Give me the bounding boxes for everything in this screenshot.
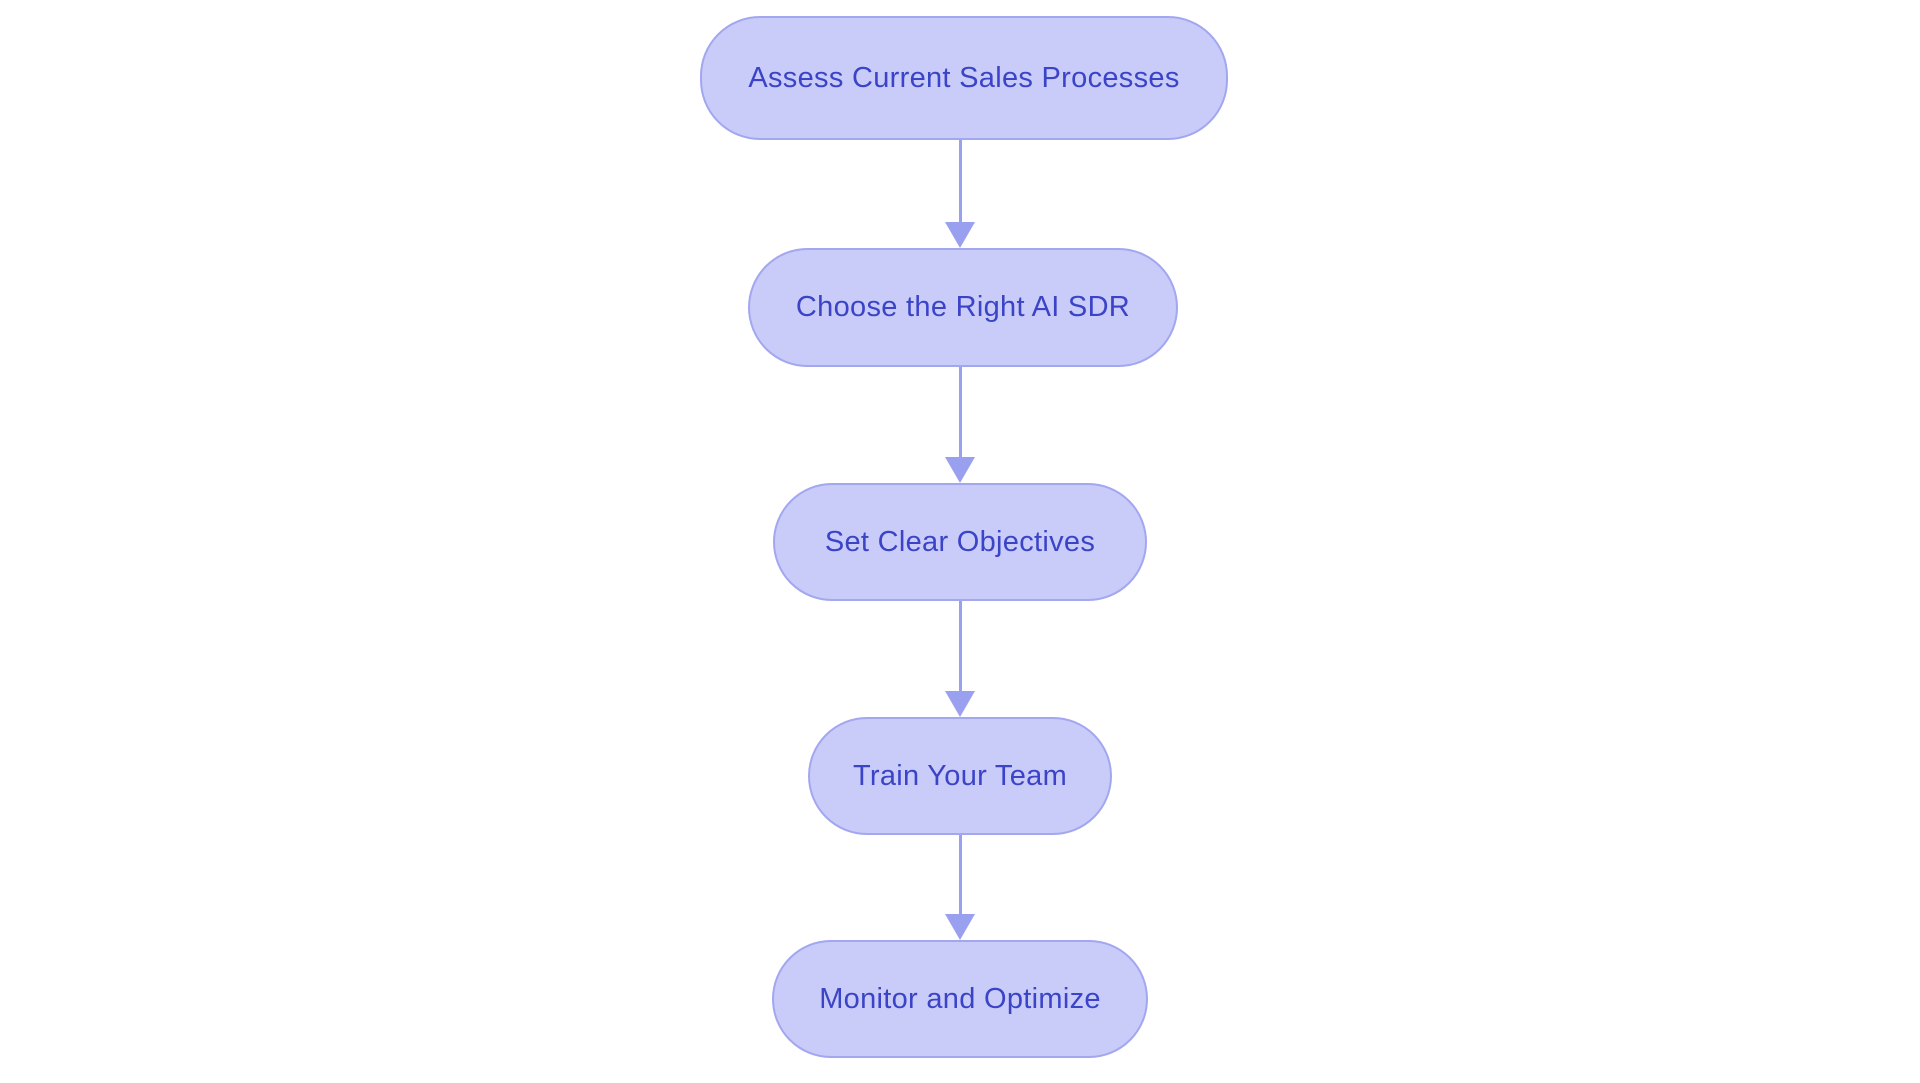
node-label: Set Clear Objectives (824, 525, 1096, 558)
arrow-head-icon (945, 691, 975, 717)
connector-arrow-3 (944, 601, 976, 717)
node-label: Monitor and Optimize (819, 982, 1101, 1015)
arrow-head-icon (945, 222, 975, 248)
arrow-head-icon (945, 457, 975, 483)
connector-arrow-2 (944, 367, 976, 483)
node-label: Choose the Right AI SDR (795, 291, 1131, 323)
arrow-line (958, 367, 962, 461)
arrow-line (958, 140, 962, 226)
flow-node-monitor-and-optimize: Monitor and Optimize (772, 940, 1148, 1058)
node-label: Train Your Team (852, 759, 1068, 792)
connector-arrow-1 (944, 140, 976, 248)
node-label: Assess Current Sales Processes (748, 61, 1180, 94)
flow-node-train-your-team: Train Your Team (808, 717, 1112, 835)
flow-node-choose-the-right-ai-sdr: Choose the Right AI SDR (748, 248, 1178, 367)
arrow-line (958, 835, 962, 918)
arrow-head-icon (945, 914, 975, 940)
flow-node-assess-current-sales-processes: Assess Current Sales Processes (700, 16, 1228, 140)
connector-arrow-4 (944, 835, 976, 940)
flow-node-set-clear-objectives: Set Clear Objectives (773, 483, 1147, 601)
arrow-line (958, 601, 962, 695)
